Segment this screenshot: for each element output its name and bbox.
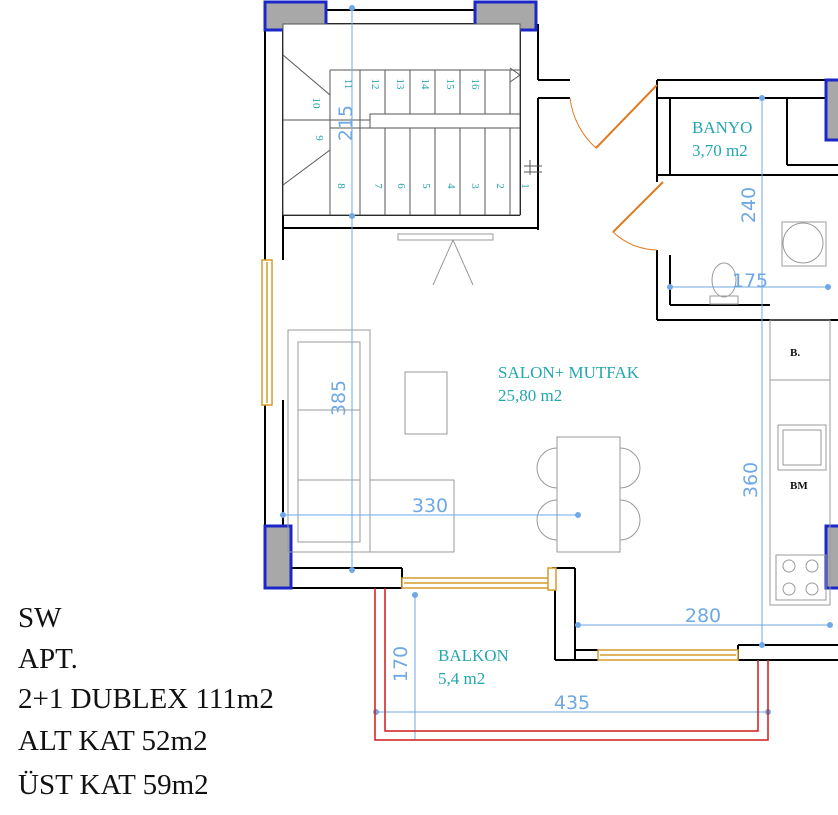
stair-step-number: 3 xyxy=(469,183,481,189)
stair-step-number: 13 xyxy=(394,79,406,91)
stair-step-number: 8 xyxy=(335,183,347,189)
room-labels: BANYO 3,70 m2 SALON+ MUTFAK 25,80 m2 BAL… xyxy=(438,118,752,688)
kitchen-counter xyxy=(769,319,831,606)
dimension-labels: 215 240 175 385 330 360 280 170 435 xyxy=(328,105,768,714)
dimension-label-240: 240 xyxy=(738,187,760,223)
apartment-type: APT. xyxy=(18,643,78,675)
staircase xyxy=(282,23,542,216)
dimension-label-170: 170 xyxy=(390,646,412,682)
dishwasher-label: BM xyxy=(790,480,808,492)
column xyxy=(824,524,838,590)
stair-step-number: 1 xyxy=(519,183,531,189)
stair-step-number: 11 xyxy=(342,79,354,90)
dimension-label-435: 435 xyxy=(554,692,590,714)
stair-step-number: 6 xyxy=(395,183,407,189)
bathroom-door xyxy=(612,181,664,233)
dining-table xyxy=(556,436,621,553)
furniture xyxy=(287,221,831,606)
stair-step-number: 15 xyxy=(444,79,456,91)
balcony-railing xyxy=(374,588,769,741)
coffee-table xyxy=(404,371,448,435)
stair-step-number: 10 xyxy=(310,98,322,110)
room-area-salon: 25,80 m2 xyxy=(498,386,562,405)
stair-step-number: 7 xyxy=(372,183,384,189)
apartment-code: SW xyxy=(18,602,62,634)
stair-step-number: 4 xyxy=(445,183,457,189)
doors xyxy=(569,84,664,251)
toilet xyxy=(711,262,737,298)
shower-tray xyxy=(782,222,824,264)
stair-step-number: 2 xyxy=(494,183,506,189)
fixture-labels: B. BM xyxy=(790,347,808,492)
stair-numbers: 11 12 13 14 15 16 10 9 8 7 6 5 4 3 2 1 xyxy=(310,79,531,190)
room-area-banyo: 3,70 m2 xyxy=(692,141,748,160)
stair-step-number: 9 xyxy=(313,135,325,141)
dimension-label-215: 215 xyxy=(335,105,357,141)
lower-floor-area: ALT KAT 52m2 xyxy=(18,725,208,757)
dimension-label-330: 330 xyxy=(412,495,448,517)
room-name-salon: SALON+ MUTFAK xyxy=(498,363,640,382)
stair-step-number: 14 xyxy=(419,79,431,91)
windows xyxy=(261,259,739,661)
room-area-balkon: 5,4 m2 xyxy=(438,669,485,688)
stair-step-number: 16 xyxy=(469,79,481,91)
kitchen-sink xyxy=(777,424,827,471)
corner-sofa xyxy=(287,329,371,553)
room-name-balkon: BALKON xyxy=(438,646,509,665)
boiler-label: B. xyxy=(790,347,800,359)
upper-floor-area: ÜST KAT 59m2 xyxy=(18,769,209,801)
room-name-banyo: BANYO xyxy=(692,118,752,137)
dimension-label-175: 175 xyxy=(732,270,768,292)
stair-step-number: 12 xyxy=(369,79,381,90)
dimension-label-280: 280 xyxy=(685,605,721,627)
dimension-label-360: 360 xyxy=(740,462,762,498)
dimension-label-385: 385 xyxy=(328,380,350,416)
column xyxy=(263,524,293,590)
entrance-door xyxy=(595,84,658,149)
cooktop xyxy=(775,554,827,601)
layout-total-area: 2+1 DUBLEX 111m2 xyxy=(18,683,274,715)
stair-step-number: 5 xyxy=(420,183,432,189)
column xyxy=(824,78,838,142)
